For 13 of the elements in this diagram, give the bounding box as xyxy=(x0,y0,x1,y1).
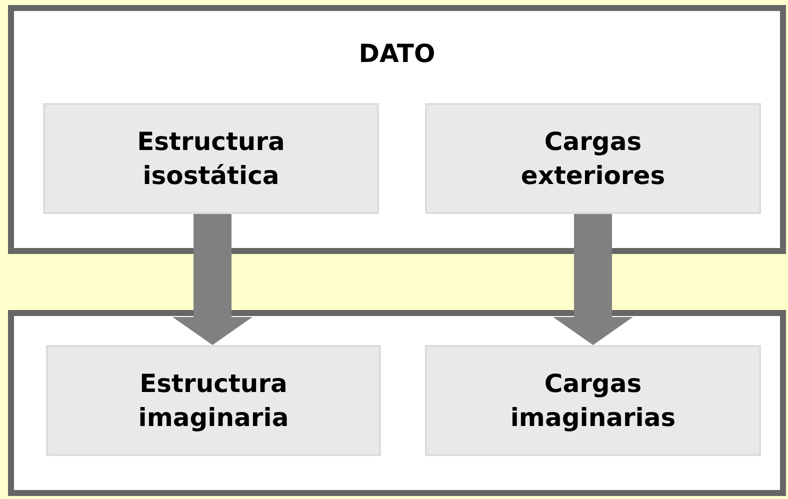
process-box xyxy=(425,345,761,456)
panel-box xyxy=(8,5,786,254)
process-box xyxy=(425,103,761,214)
process-box xyxy=(46,345,381,456)
box-label: Cargas exteriores xyxy=(520,126,666,192)
box-label: Cargas imaginarias xyxy=(509,368,677,434)
box-label: Estructura isostática xyxy=(136,126,286,192)
block-arrow xyxy=(553,214,633,345)
panel-title: DATO xyxy=(358,39,436,68)
box-label: Estructura imaginaria xyxy=(137,368,290,434)
process-box xyxy=(43,103,379,214)
block-arrow xyxy=(172,214,252,345)
panel-box xyxy=(8,310,786,496)
